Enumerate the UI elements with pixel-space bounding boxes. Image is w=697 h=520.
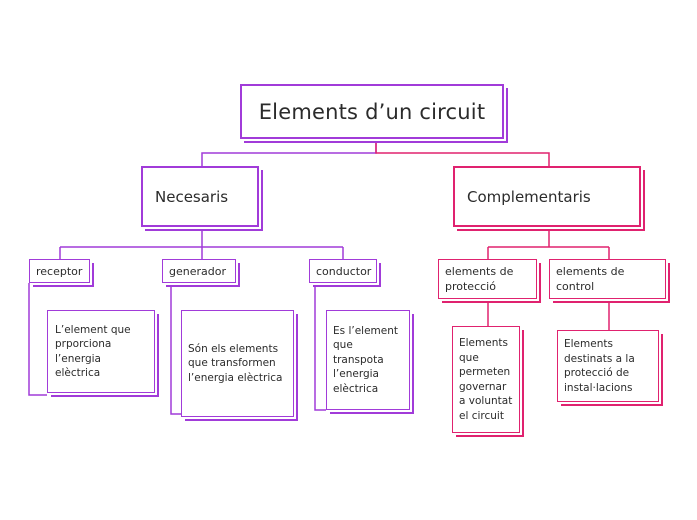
- desc-control[interactable]: Elements destinats a la protecció de ins…: [557, 330, 659, 402]
- receptor-label: receptor: [36, 265, 83, 278]
- connector-necesaris-children: [59, 227, 344, 259]
- generador-label: generador: [169, 265, 226, 278]
- desc-conductor[interactable]: Es l’element que transpota l’energia elè…: [326, 310, 410, 410]
- generador-description: Són els elements que transformen l’energ…: [188, 342, 283, 384]
- desc-receptor[interactable]: L’element que prporciona l’energia elèct…: [47, 310, 155, 393]
- node-receptor[interactable]: receptor: [29, 259, 90, 283]
- proteccio-label: elements de protecció: [445, 265, 514, 293]
- control-label: elements de control: [556, 265, 625, 293]
- control-description: Elements destinats a la protecció de ins…: [564, 338, 635, 394]
- node-proteccio[interactable]: elements de protecció: [438, 259, 537, 299]
- proteccio-description: Elements que permeten governar a volunta…: [459, 337, 513, 422]
- connector-conductor-desc: [314, 283, 326, 411]
- connector-complementaris-children: [487, 227, 610, 259]
- node-control[interactable]: elements de control: [549, 259, 666, 299]
- node-complementaris[interactable]: Complementaris: [453, 166, 641, 227]
- root-node[interactable]: Elements d’un circuit: [240, 84, 504, 139]
- node-generador[interactable]: generador: [162, 259, 236, 283]
- conductor-label: conductor: [316, 265, 372, 278]
- root-title: Elements d’un circuit: [258, 99, 486, 124]
- receptor-description: L’element que prporciona l’energia elèct…: [55, 323, 131, 380]
- connector-generador-desc: [170, 283, 181, 415]
- connector-root-complementaris: [375, 139, 550, 166]
- desc-generador[interactable]: Són els elements que transformen l’energ…: [181, 310, 294, 417]
- node-necesaris[interactable]: Necesaris: [141, 166, 259, 227]
- connector-root-necesaris: [201, 139, 377, 166]
- necesaris-title: Necesaris: [155, 187, 229, 206]
- desc-proteccio[interactable]: Elements que permeten governar a volunta…: [452, 326, 520, 433]
- conductor-description: Es l’element que transpota l’energia elè…: [333, 324, 398, 395]
- node-conductor[interactable]: conductor: [309, 259, 377, 283]
- connector-receptor-desc: [28, 283, 47, 396]
- complementaris-title: Complementaris: [467, 187, 591, 206]
